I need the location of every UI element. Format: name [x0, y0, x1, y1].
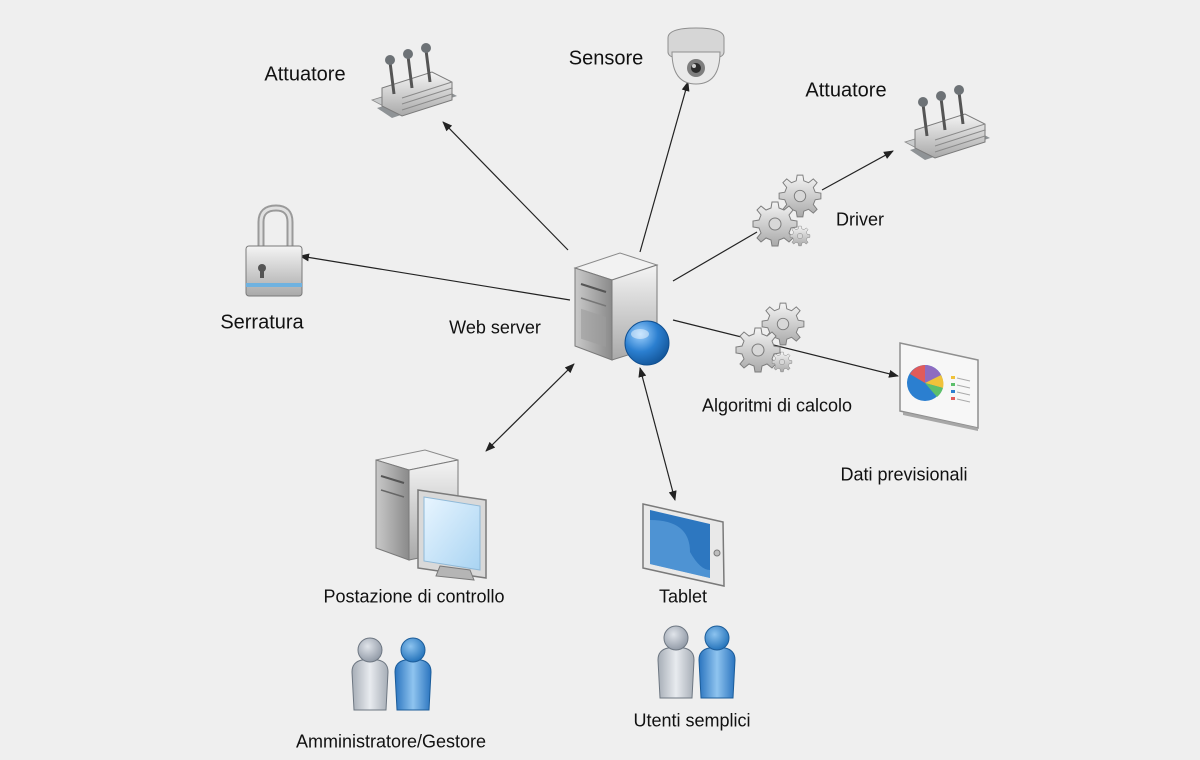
label-admins: Amministratore/Gestore	[295, 731, 487, 752]
edge-server-sensor	[639, 81, 690, 253]
edges	[299, 81, 899, 501]
label-actuator-right: Attuatore	[805, 79, 887, 102]
edge-server-workstation	[485, 363, 575, 452]
label-driver: Driver	[836, 209, 884, 230]
pie-chart-screen-icon	[899, 342, 979, 431]
padlock-icon	[245, 204, 303, 297]
dome-camera-icon	[667, 27, 725, 85]
edge-server-forecast	[672, 319, 899, 378]
driver-gears-icon	[752, 174, 822, 247]
simple-users-icon	[657, 625, 736, 699]
edge-server-lock	[299, 253, 571, 301]
label-web-server: Web server	[449, 317, 541, 338]
admin-users-icon	[351, 637, 432, 711]
edge-driver-actuator-right	[821, 150, 894, 191]
edge-server-driver	[672, 231, 758, 282]
label-workstation: Postazione di controllo	[323, 586, 505, 607]
label-forecast: Dati previsionali	[840, 464, 968, 485]
edge-server-tablet	[638, 367, 677, 501]
label-users: Utenti semplici	[633, 710, 751, 731]
algorithms-gears-icon	[735, 302, 805, 373]
label-tablet: Tablet	[658, 586, 708, 607]
actuator-right-icon	[903, 83, 992, 162]
label-sensor: Sensore	[568, 47, 644, 70]
tablet-icon	[642, 503, 725, 587]
server-globe-icon	[573, 252, 670, 366]
desktop-computer-icon	[375, 449, 487, 581]
actuator-left-icon	[370, 41, 459, 120]
label-algorithms: Algoritmi di calcolo	[701, 395, 853, 416]
edge-server-actuator-left	[442, 121, 569, 251]
label-actuator-left: Attuatore	[264, 63, 346, 86]
label-lock: Serratura	[220, 311, 304, 334]
